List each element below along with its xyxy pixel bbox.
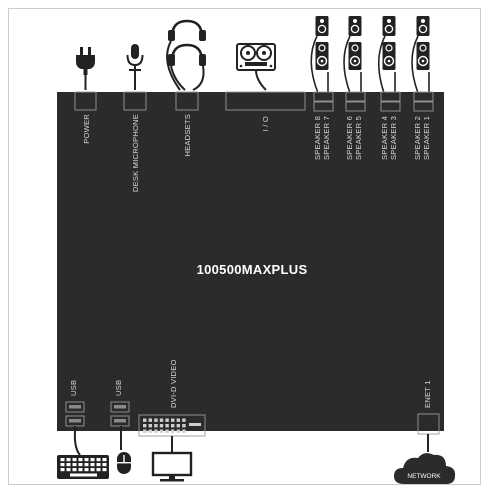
speaker-7-port [313, 101, 334, 112]
label-dvi-video: DVI-D VIDEO [169, 359, 178, 408]
io-port [225, 91, 306, 111]
device-chassis [57, 92, 444, 431]
mouse-icon [117, 452, 131, 474]
device-title: 100500MAXPLUS [197, 262, 308, 277]
label-speaker-8: SPEAKER 8 [313, 116, 322, 160]
label-desk-microphone: DESK MICROPHONE [131, 114, 140, 192]
speaker-icon [315, 16, 329, 36]
speaker-icon [315, 42, 329, 70]
speaker-icon [382, 42, 396, 70]
label-enet-1: ENET 1 [423, 380, 432, 408]
io-cable [255, 69, 267, 91]
headset-cable-2 [170, 65, 186, 91]
reel-to-reel-icon [236, 43, 276, 71]
label-speaker-2: SPEAKER 2 [413, 116, 422, 160]
label-headsets: HEADSETS [183, 114, 192, 157]
power-port [74, 91, 97, 111]
speaker-icon [348, 16, 362, 36]
headset-cable-1 [166, 40, 181, 91]
speaker-icons [315, 16, 430, 70]
monitor-icon [151, 451, 193, 482]
label-power: POWER [82, 114, 91, 144]
top-ports [74, 91, 434, 112]
headset-cable-3 [192, 65, 205, 91]
keyboard-cable [73, 426, 81, 456]
speaker-3-port [380, 101, 401, 112]
speaker-icon [382, 16, 396, 36]
label-speaker-1: SPEAKER 1 [422, 116, 431, 160]
speaker-6-port [345, 91, 366, 102]
speaker-cables [310, 35, 430, 94]
network-label: NETWORK [407, 473, 441, 480]
speaker-icon [348, 42, 362, 70]
microphone-port [123, 91, 147, 111]
label-speaker-6: SPEAKER 6 [345, 116, 354, 160]
microphone-icon [126, 44, 144, 71]
speaker-2-port [413, 91, 434, 102]
speaker-1-port [413, 101, 434, 112]
power-plug-icon [76, 47, 95, 75]
headphones-icon [168, 19, 206, 66]
label-speaker-3: SPEAKER 3 [389, 116, 398, 160]
label-speaker-7: SPEAKER 7 [322, 116, 331, 160]
keyboard-icon [57, 455, 109, 479]
label-speaker-4: SPEAKER 4 [380, 116, 389, 160]
network-cloud-icon: NETWORK [394, 453, 456, 484]
speaker-5-port [345, 101, 366, 112]
label-usb-2: USB [114, 380, 123, 396]
headset-port [175, 91, 199, 111]
speaker-icon [416, 16, 430, 36]
speaker-8-port [313, 91, 334, 102]
label-io: I / O [261, 116, 270, 131]
speaker-4-port [380, 91, 401, 102]
label-usb-1: USB [69, 380, 78, 396]
label-speaker-5: SPEAKER 5 [354, 116, 363, 160]
speaker-icon [416, 42, 430, 70]
